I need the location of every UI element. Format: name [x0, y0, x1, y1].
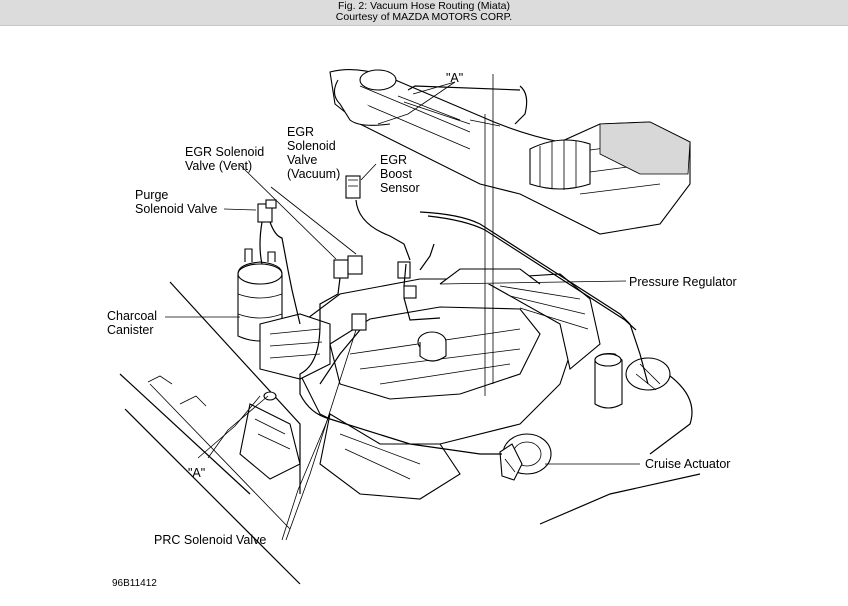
label-egr-solenoid-vent-line2: Valve (Vent) — [185, 159, 252, 173]
label-purge-solenoid-line2: Solenoid Valve — [135, 202, 218, 216]
label-purge-solenoid-line1: Purge — [135, 188, 168, 202]
label-egr-solenoid-vacuum-line3: Valve — [287, 153, 317, 167]
label-charcoal-canister-line2: Canister — [107, 323, 154, 337]
label-egr-solenoid-vacuum-line2: Solenoid — [287, 139, 336, 153]
figure-header: Fig. 2: Vacuum Hose Routing (Miata) Cour… — [0, 0, 848, 26]
label-a-top: "A" — [446, 71, 463, 85]
engine-illustration — [119, 69, 701, 585]
figure-code: 96B11412 — [112, 578, 157, 589]
label-cruise-actuator: Cruise Actuator — [645, 457, 730, 471]
label-egr-boost-sensor-line2: Boost — [380, 167, 412, 181]
label-egr-boost-sensor-line1: EGR — [380, 153, 407, 167]
label-a-bottom: "A" — [188, 466, 205, 480]
label-prc-solenoid-valve: PRC Solenoid Valve — [154, 533, 266, 547]
label-egr-boost-sensor-line3: Sensor — [380, 181, 420, 195]
label-egr-solenoid-vacuum-line1: EGR — [287, 125, 314, 139]
label-egr-solenoid-vent-line1: EGR Solenoid — [185, 145, 264, 159]
leader-lines — [165, 81, 640, 541]
label-charcoal-canister-line1: Charcoal — [107, 309, 157, 323]
figure-credit: Courtesy of MAZDA MOTORS CORP. — [335, 11, 513, 23]
label-pressure-regulator: Pressure Regulator — [629, 275, 737, 289]
figure-title: Fig. 2: Vacuum Hose Routing (Miata) — [338, 0, 510, 12]
vacuum-hose-diagram: "A" EGR Solenoid Valve (Vent) EGR Soleno… — [107, 69, 737, 589]
label-egr-solenoid-vacuum-line4: (Vacuum) — [287, 167, 340, 181]
